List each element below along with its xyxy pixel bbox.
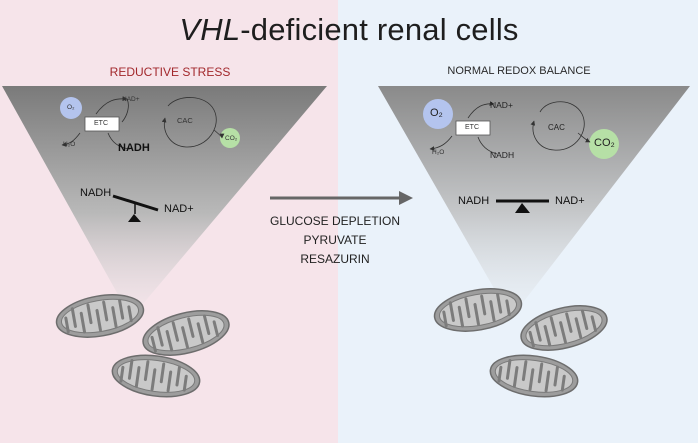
right-etc-box xyxy=(455,120,491,136)
left-etc-label: ETC xyxy=(94,120,108,127)
left-o2-label: O₂ xyxy=(67,104,75,111)
left-metabolism-diagram xyxy=(60,96,240,222)
left-balance-nadh: NADH xyxy=(80,187,112,199)
right-h2o-label: H₂O xyxy=(432,149,445,156)
right-etc-label: ETC xyxy=(465,124,479,131)
left-nadh-bold-label: NADH xyxy=(118,142,150,154)
right-metabolism-diagram xyxy=(423,99,619,213)
left-o2-circle xyxy=(60,97,82,119)
figure-title: VHL-deficient renal cells xyxy=(0,12,698,48)
left-h2o-label: H₂O xyxy=(63,141,76,148)
left-cac-label: CAC xyxy=(177,116,193,125)
right-co2-circle xyxy=(589,129,619,159)
right-balance-nadh: NADH xyxy=(458,195,490,207)
treatment-item: RESAZURIN xyxy=(300,252,370,266)
treatment-arrow xyxy=(270,191,413,205)
right-panel-heading: NORMAL REDOX BALANCE xyxy=(447,65,591,77)
left-cone xyxy=(2,86,327,318)
left-balance-nad-plus: NAD+ xyxy=(164,203,194,215)
right-cac-label: CAC xyxy=(548,123,565,132)
right-co2-label: CO₂ xyxy=(594,137,615,149)
right-o2-label: O₂ xyxy=(430,107,443,119)
right-nad-plus-label: NAD+ xyxy=(490,100,513,110)
title-text: -deficient renal cells xyxy=(240,12,519,47)
title-gene: VHL xyxy=(179,12,241,47)
left-etc-box xyxy=(84,116,120,132)
left-nad-plus-label: NAD+ xyxy=(122,96,140,103)
treatment-item: GLUCOSE DEPLETION xyxy=(269,214,401,228)
treatment-item: PYRUVATE xyxy=(303,233,367,247)
right-balance-nad-plus: NAD+ xyxy=(555,195,585,207)
right-o2-circle xyxy=(423,99,453,129)
left-panel-heading: REDUCTIVE STRESS xyxy=(109,65,231,79)
treatment-list: GLUCOSE DEPLETION PYRUVATE RESAZURIN xyxy=(250,212,420,269)
right-nadh-label: NADH xyxy=(490,150,515,160)
left-co2-label: CO₂ xyxy=(225,135,238,142)
left-co2-circle xyxy=(220,128,240,148)
